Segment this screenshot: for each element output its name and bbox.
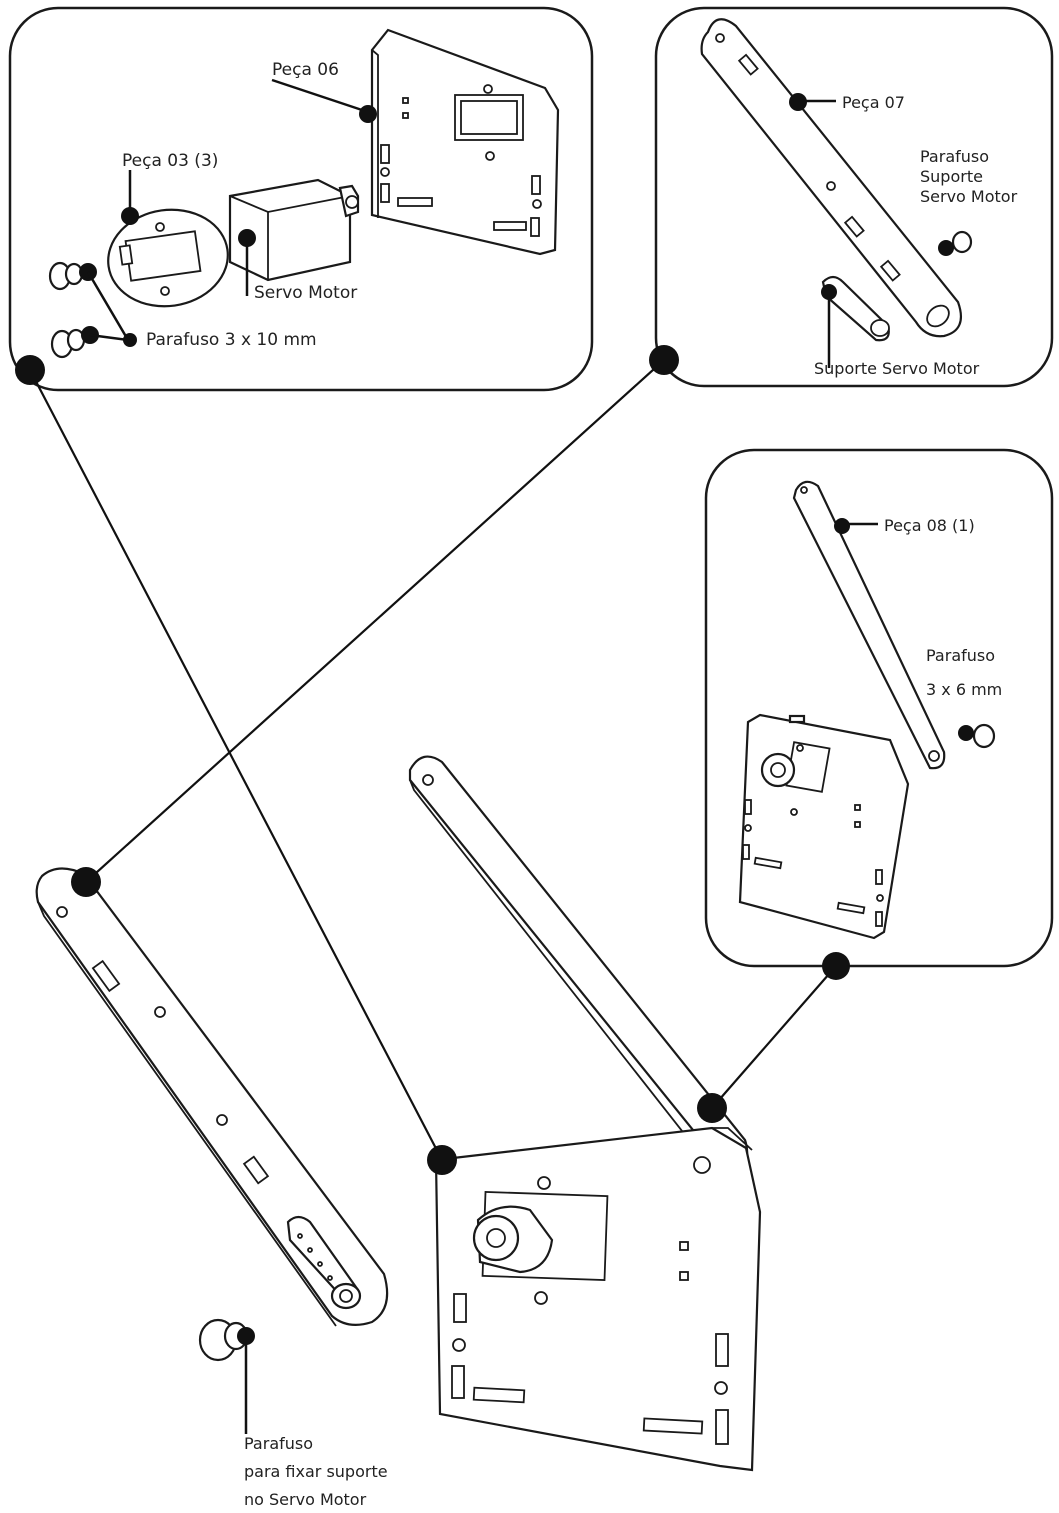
label-peca-07: Peça 07 bbox=[842, 93, 905, 112]
label-peca-06: Peça 06 bbox=[272, 60, 339, 80]
part-07-arm bbox=[700, 18, 962, 338]
plate-with-servo bbox=[738, 713, 910, 940]
label-parafuso-fixar-1: Parafuso bbox=[244, 1434, 313, 1453]
screw-support bbox=[951, 230, 973, 254]
label-parafuso-3x6-2: 3 x 6 mm bbox=[926, 680, 1002, 699]
servo-motor-block bbox=[228, 178, 360, 282]
servo-horn-support bbox=[821, 275, 890, 342]
label-parafuso-suporte-3: Servo Motor bbox=[920, 187, 1018, 206]
label-parafuso-fixar-3: no Servo Motor bbox=[244, 1490, 367, 1509]
label-servo-motor: Servo Motor bbox=[254, 283, 357, 303]
main-arm bbox=[35, 867, 389, 1327]
label-peca-08: Peça 08 (1) bbox=[884, 516, 975, 535]
part-08-link bbox=[792, 480, 946, 770]
label-parafuso-suporte-1: Parafuso bbox=[920, 147, 989, 166]
label-parafuso-fixar-2: para fixar suporte bbox=[244, 1462, 388, 1481]
label-peca-03: Peça 03 (3) bbox=[122, 151, 218, 171]
detail-panel-link: Peça 08 (1) Parafuso 3 x 6 mm bbox=[704, 448, 1054, 968]
label-parafuso-3x6-1: Parafuso bbox=[926, 646, 995, 665]
part-06-plate bbox=[370, 28, 560, 256]
screw-3x6 bbox=[972, 723, 996, 749]
detail-panel-arm: Peça 07 Parafuso Suporte Servo Motor Sup… bbox=[654, 6, 1054, 388]
detail-panel-servo-mount: Peça 06 Peça 03 (3) Servo Motor Parafuso… bbox=[8, 6, 594, 392]
connector-lines bbox=[15, 345, 850, 1161]
main-plate bbox=[434, 1126, 762, 1472]
part-03-oval bbox=[107, 208, 229, 308]
label-suporte-servo-motor: Suporte Servo Motor bbox=[814, 359, 980, 378]
label-parafuso-3x10: Parafuso 3 x 10 mm bbox=[146, 330, 317, 350]
main-long-link bbox=[408, 755, 749, 1170]
screws-3x10 bbox=[48, 261, 86, 359]
label-parafuso-suporte-2: Suporte bbox=[920, 167, 983, 186]
